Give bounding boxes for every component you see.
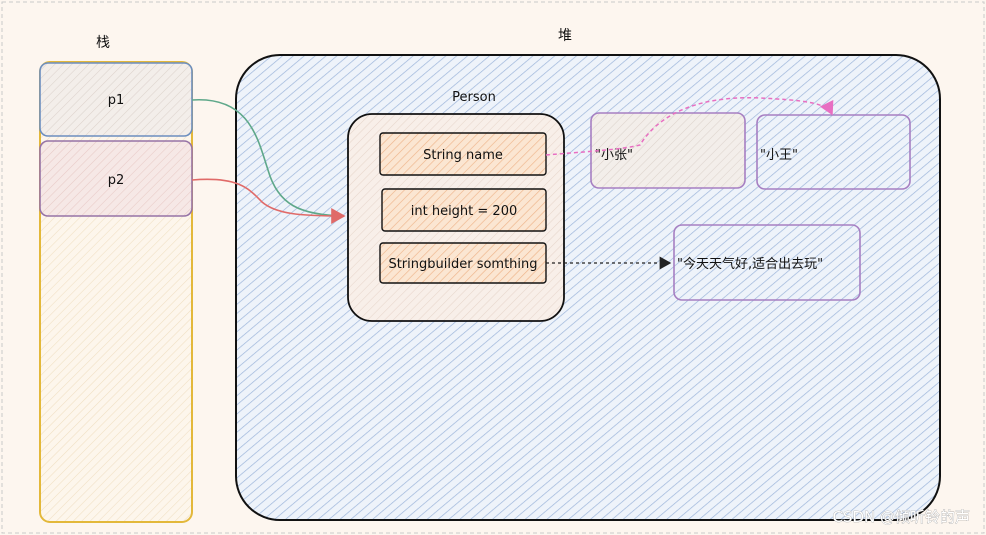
stack-title: 栈 bbox=[96, 35, 110, 51]
field-string-name[interactable]: String name bbox=[379, 132, 547, 176]
heap-title: 堆 bbox=[558, 28, 572, 44]
arrow-p1-to-person bbox=[191, 99, 345, 217]
field-int-height-label: int height = 200 bbox=[411, 204, 518, 219]
string-xiaowang-label: "小王" bbox=[760, 148, 798, 163]
string-xiaowang[interactable]: "小王" bbox=[756, 114, 911, 190]
string-weather-label: "今天天气好,适合出去玩" bbox=[677, 256, 823, 272]
field-stringbuilder-label: Stringbuilder somthing bbox=[388, 257, 537, 272]
field-string-name-label: String name bbox=[423, 148, 503, 163]
stack-item-p2-label: p2 bbox=[108, 173, 125, 188]
arrow-p2-to-person bbox=[191, 178, 346, 224]
watermark: CSDN @倾听铃的声 bbox=[832, 508, 970, 526]
field-int-height[interactable]: int height = 200 bbox=[381, 188, 547, 232]
stack-item-p1-label: p1 bbox=[108, 93, 125, 108]
string-xiaozhang[interactable]: "小张" bbox=[590, 112, 746, 189]
field-stringbuilder[interactable]: Stringbuilder somthing bbox=[379, 242, 547, 284]
string-weather[interactable]: "今天天气好,适合出去玩" bbox=[673, 224, 861, 301]
stack-item-p2[interactable]: p2 bbox=[39, 140, 193, 217]
arrow-name-to-xiaowang bbox=[545, 97, 834, 156]
string-xiaozhang-label: "小张" bbox=[595, 148, 633, 163]
stack-item-p1[interactable]: p1 bbox=[39, 62, 193, 137]
person-title: Person bbox=[452, 90, 496, 105]
